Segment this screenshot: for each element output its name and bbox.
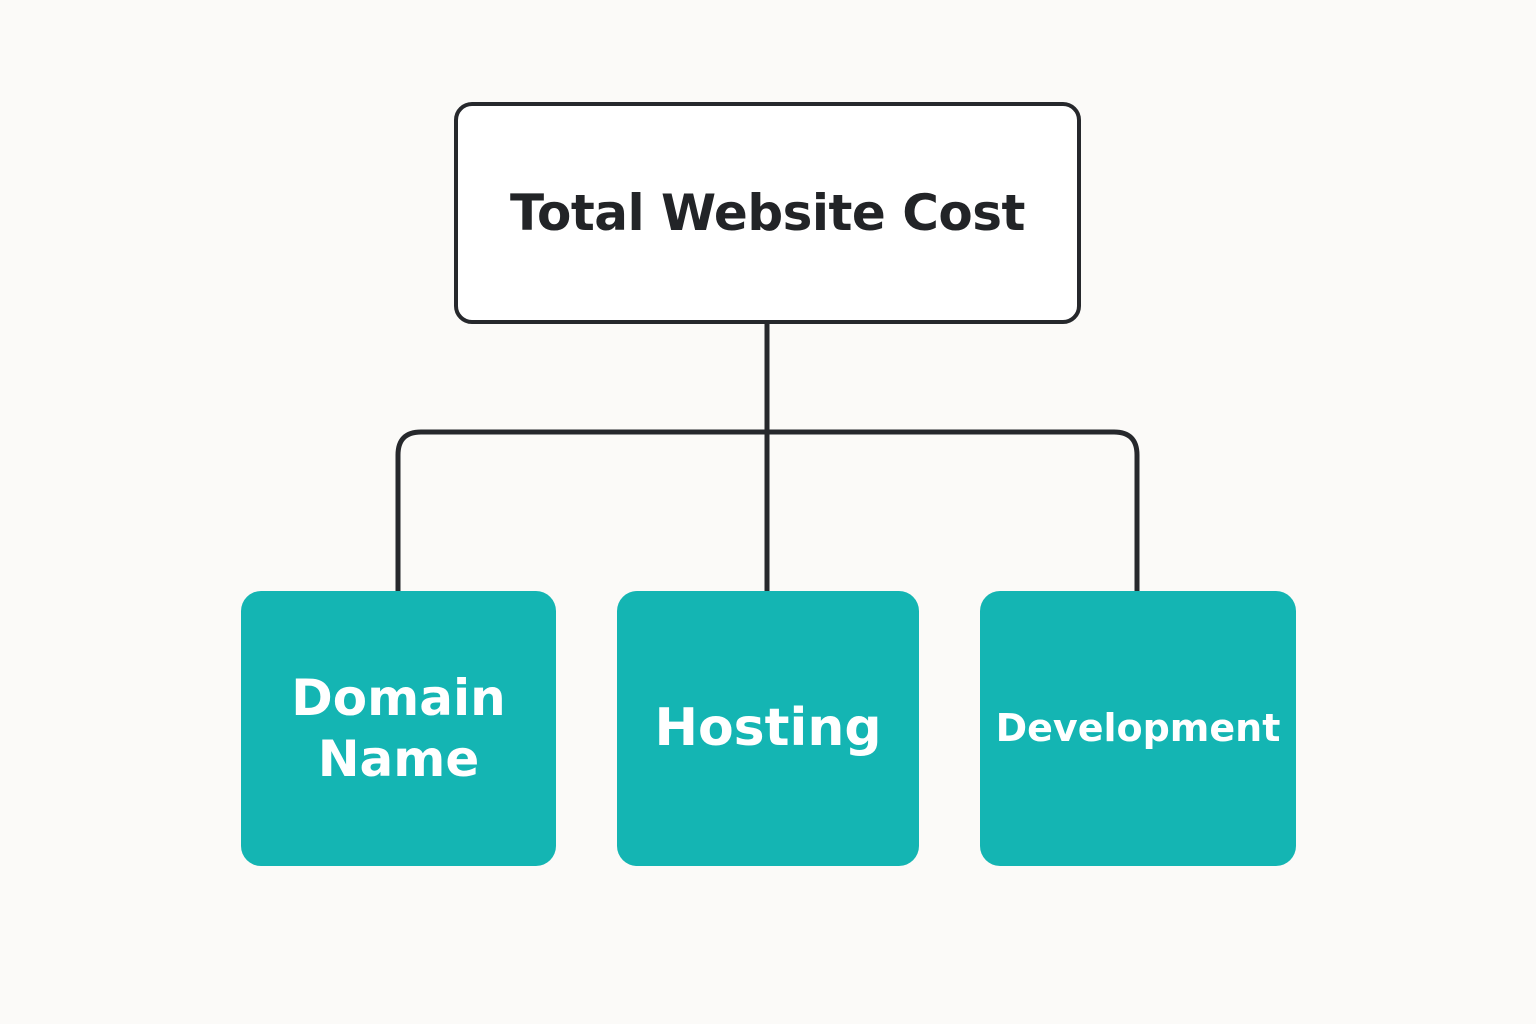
domain-name-node: Domain Name [241,591,556,866]
hosting-label: Hosting [654,697,881,760]
total-website-cost-node: Total Website Cost [454,102,1081,324]
development-label-line-1: Development [995,706,1281,751]
development-label: Development [996,705,1281,751]
total-website-cost-label: Total Website Cost [510,184,1025,242]
domain-name-label: Domain Name [291,668,505,790]
domain-name-label-line-2: Name [317,729,480,788]
domain-name-label-line-1: Domain [291,668,506,727]
development-node: Development [980,591,1296,866]
hosting-label-line-1: Hosting [654,697,882,758]
hosting-node: Hosting [617,591,919,866]
